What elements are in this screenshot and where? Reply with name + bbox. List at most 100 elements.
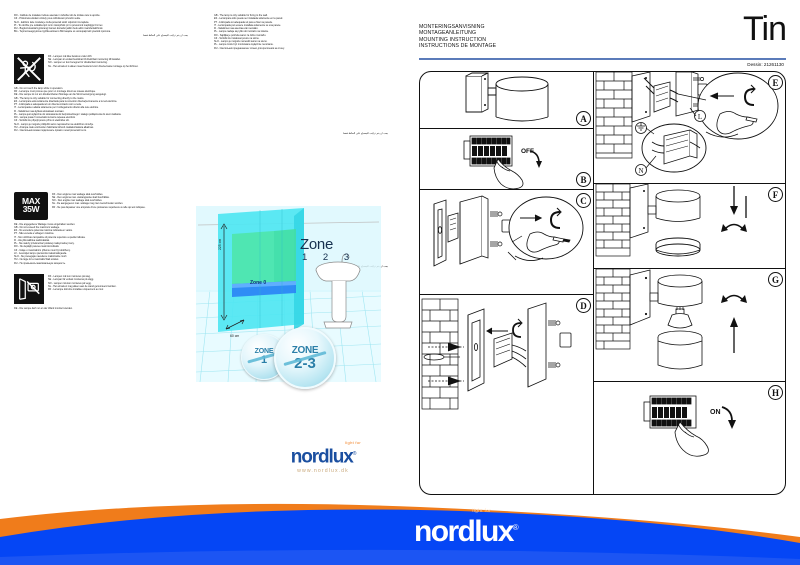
top-language-notes: RO - Cablule de instalare trebuie asezat…: [14, 14, 406, 50]
panel-border-bottom: [420, 128, 594, 129]
logo-url: www.nordlux.dk: [297, 468, 349, 475]
panel-letter-e: E: [768, 75, 783, 90]
panel-c-open-bracket: C: [420, 190, 594, 295]
no-touch-text: DK - Lampen må ikke berøres under drift.…: [48, 54, 406, 68]
title-de: MONTAGEANLEITUNG: [419, 30, 477, 37]
panel-letter-a: A: [576, 111, 591, 126]
badge-zone-number: 1: [260, 354, 268, 366]
note-line: CZ - Údaje o maximálním příkonu musí být…: [14, 248, 71, 252]
note-line: GB - The lamp is only suitable for conne…: [14, 96, 85, 100]
note-line: RU - Светильник предназначен только для …: [214, 46, 285, 50]
panel-g-art: [594, 269, 785, 382]
logo-wordmark: nordlux®: [290, 445, 357, 468]
registered-mark: ®: [352, 451, 357, 457]
svg-text:OFF: OFF: [521, 148, 534, 155]
note-line: PI - To olozhle pre oxidalita tipri incm…: [14, 23, 104, 27]
note-line: BG - Tepmocoeaguyionue tpy6ka.ankoeno 6b…: [14, 30, 111, 34]
footer-wave-art: [0, 503, 800, 565]
note-line-arabic: يجب أن يتم تركيب المصباح على الحائط فقط: [343, 132, 388, 136]
note-line: SLO - Ne presegajte navedene maksimalne …: [14, 255, 67, 258]
note-line: SE - Lampan är endast besiktnat till dir…: [48, 58, 121, 61]
right-instruction-panel: MONTERINGSANVISNING MONTAGEANLEITUNG MOU…: [419, 12, 787, 497]
note-line: PL - Nie należy przekraczać podanej maks…: [14, 242, 75, 245]
panel-border-right: [593, 129, 594, 190]
panel-e-art: L N: [594, 72, 785, 184]
note-line: SE - Lampan får endast monteras på vägg.: [48, 278, 94, 282]
note-line: RU - Bugluntt-katolar/cyplocangl zaman k…: [14, 27, 104, 30]
top-notes-left: RO - Cablule de instalare trebuie asezat…: [14, 14, 206, 50]
panel-letter-b: B: [576, 172, 591, 187]
note-line: NO - Lampen er kun beregnet for direkte/…: [48, 61, 108, 65]
note-line: RO - Sajtiljka je potrivita samo za zidn…: [214, 33, 267, 37]
note-line: DK - Den angivne max wattage skal overho…: [52, 192, 104, 196]
note-line: IT - La làmpada è adatta solamente per i…: [14, 106, 99, 110]
note-line: RU - Не превышать максимальную мощность.: [14, 261, 66, 265]
panel-letter-h: H: [768, 385, 783, 400]
note-line: NL - De aangegeven max. wattage mag niet…: [52, 202, 124, 206]
note-line: SLO - Lampo je mogoče namestiti samo na …: [214, 40, 268, 43]
note-line: SLO - Lampo je mogoče priključiti samo n…: [14, 122, 94, 126]
panel-letter-g: G: [768, 272, 783, 287]
note-line: HU - Ne lépje túl a maximális Watt érték…: [14, 258, 59, 262]
note-line: DK - Lampen må ikke berøres under drift.: [48, 54, 93, 58]
svg-text:N: N: [638, 167, 643, 175]
note-line: SLO - kabliom dele modela je treba povez…: [14, 20, 89, 24]
left-text-column: RO - Cablule de instalare trebuie asezat…: [14, 14, 406, 494]
footer-registered-mark: ®: [512, 523, 519, 532]
panel-header: MONTERINGSANVISNING MONTAGEANLEITUNG MOU…: [419, 12, 787, 67]
note-line: IT - La làmpada può essere installata so…: [214, 23, 282, 27]
note-line: PL - Lampa nadaje się tylko do montażu n…: [214, 30, 269, 34]
max-wattage-icon: MAX 35W: [14, 191, 48, 220]
note-line: NL - Het armatuur mag alleen aan de wand…: [48, 284, 117, 288]
footer-wave: light for nordlux®: [0, 485, 800, 565]
note-line: GB - The lamp is only suitable for fixin…: [214, 14, 268, 17]
note-line: FI - Valaisimen saa asentaa vain seinään…: [214, 27, 259, 30]
panel-d-art: [420, 295, 594, 494]
panel-border-right: [593, 190, 594, 295]
max-wattage-text-continued: DE - Die angegebene Wattage muss eingeha…: [14, 223, 406, 269]
title-fr: INSTRUCTIONS DE MONTAGE: [419, 43, 497, 50]
note-line: IT - Non utilizzare lampadine di potenza…: [14, 235, 86, 239]
note-line: FI - Ala ylitä sallittua wattimäärää.: [14, 238, 50, 242]
note-line: SE - Den angivna max. wattangivelse skal…: [52, 195, 110, 199]
bathroom-zone-diagram: Zone 1 2 3 Zone 0 225 cm 60 cm ZONE 1 ZO…: [196, 192, 381, 397]
dimension-vertical: 225 cm: [218, 238, 222, 250]
max-label: MAX: [22, 195, 40, 206]
panel-g-fit-lamp: G: [594, 269, 785, 382]
note-line: NO - Lampen må kun monteres på vegg.: [48, 281, 92, 285]
instruction-titles: MONTERINGSANVISNING MONTAGEANLEITUNG MOU…: [419, 24, 496, 50]
panel-f-detach-shade: F: [594, 184, 785, 269]
panel-h-turn-on-breaker: ON H: [594, 382, 785, 494]
panel-e-wire-terminal: L N: [594, 72, 785, 184]
max-wattage-text: DK - Den angivne max wattage skal overho…: [52, 192, 406, 209]
note-line: GB - Do not exceed the maximum wattage.: [14, 225, 60, 229]
logo-word-text: nordlux: [290, 446, 354, 468]
badge-zone-text: ZONE: [254, 348, 274, 355]
note-line: RO - Nu depășiți puterea maximă indicată…: [14, 245, 60, 249]
logo-tagline: light for: [345, 440, 361, 445]
note-line: RO - Lampa poate fi conectată numai la r…: [14, 116, 76, 119]
panel-a-art: [420, 72, 594, 129]
note-line: ES - No exceda la potencia máxima indica…: [14, 229, 73, 232]
panel-letter-c: C: [576, 193, 591, 208]
note-line: NL - Het armatuur is alleen maar bestemd…: [48, 64, 139, 68]
panel-border-bottom: [420, 189, 594, 190]
footer-logo-word-text: nordlux: [414, 515, 514, 548]
note-line: FR - La lampe doit être installée unique…: [48, 288, 104, 291]
panel-border-bottom: [594, 381, 785, 382]
note-line: DK - Lampen må kun monteres på væg.: [48, 275, 91, 278]
panel-border-right: [593, 295, 594, 494]
header-divider: [419, 58, 786, 61]
note-line: FR - Ne pas dépasser une ampoule d'une p…: [52, 205, 146, 209]
note-line: DE - Die Lampe darf nur an der Wand mont…: [14, 307, 73, 310]
dimension-horizontal: 60 cm: [230, 334, 240, 338]
note-line: HU - A lámpa csak a közvetlen hálózatra …: [14, 125, 94, 129]
no-touch-text-continued: GB - Do not touch the lamp while in oper…: [14, 87, 406, 136]
zone-label: Zone: [300, 236, 333, 253]
drawing-number: Dessin: 21261130: [747, 62, 784, 67]
symbol-block-max-wattage: MAX 35W DK - Den angivne max wattage ska…: [14, 191, 406, 220]
note-line: CZ - Svítidlo lze instalovat pouze na st…: [214, 36, 260, 40]
panel-d-mount-to-wall: D: [420, 295, 594, 494]
note-line: FI - Valaisimen saa kytkeä ainoastaan su…: [14, 109, 65, 113]
